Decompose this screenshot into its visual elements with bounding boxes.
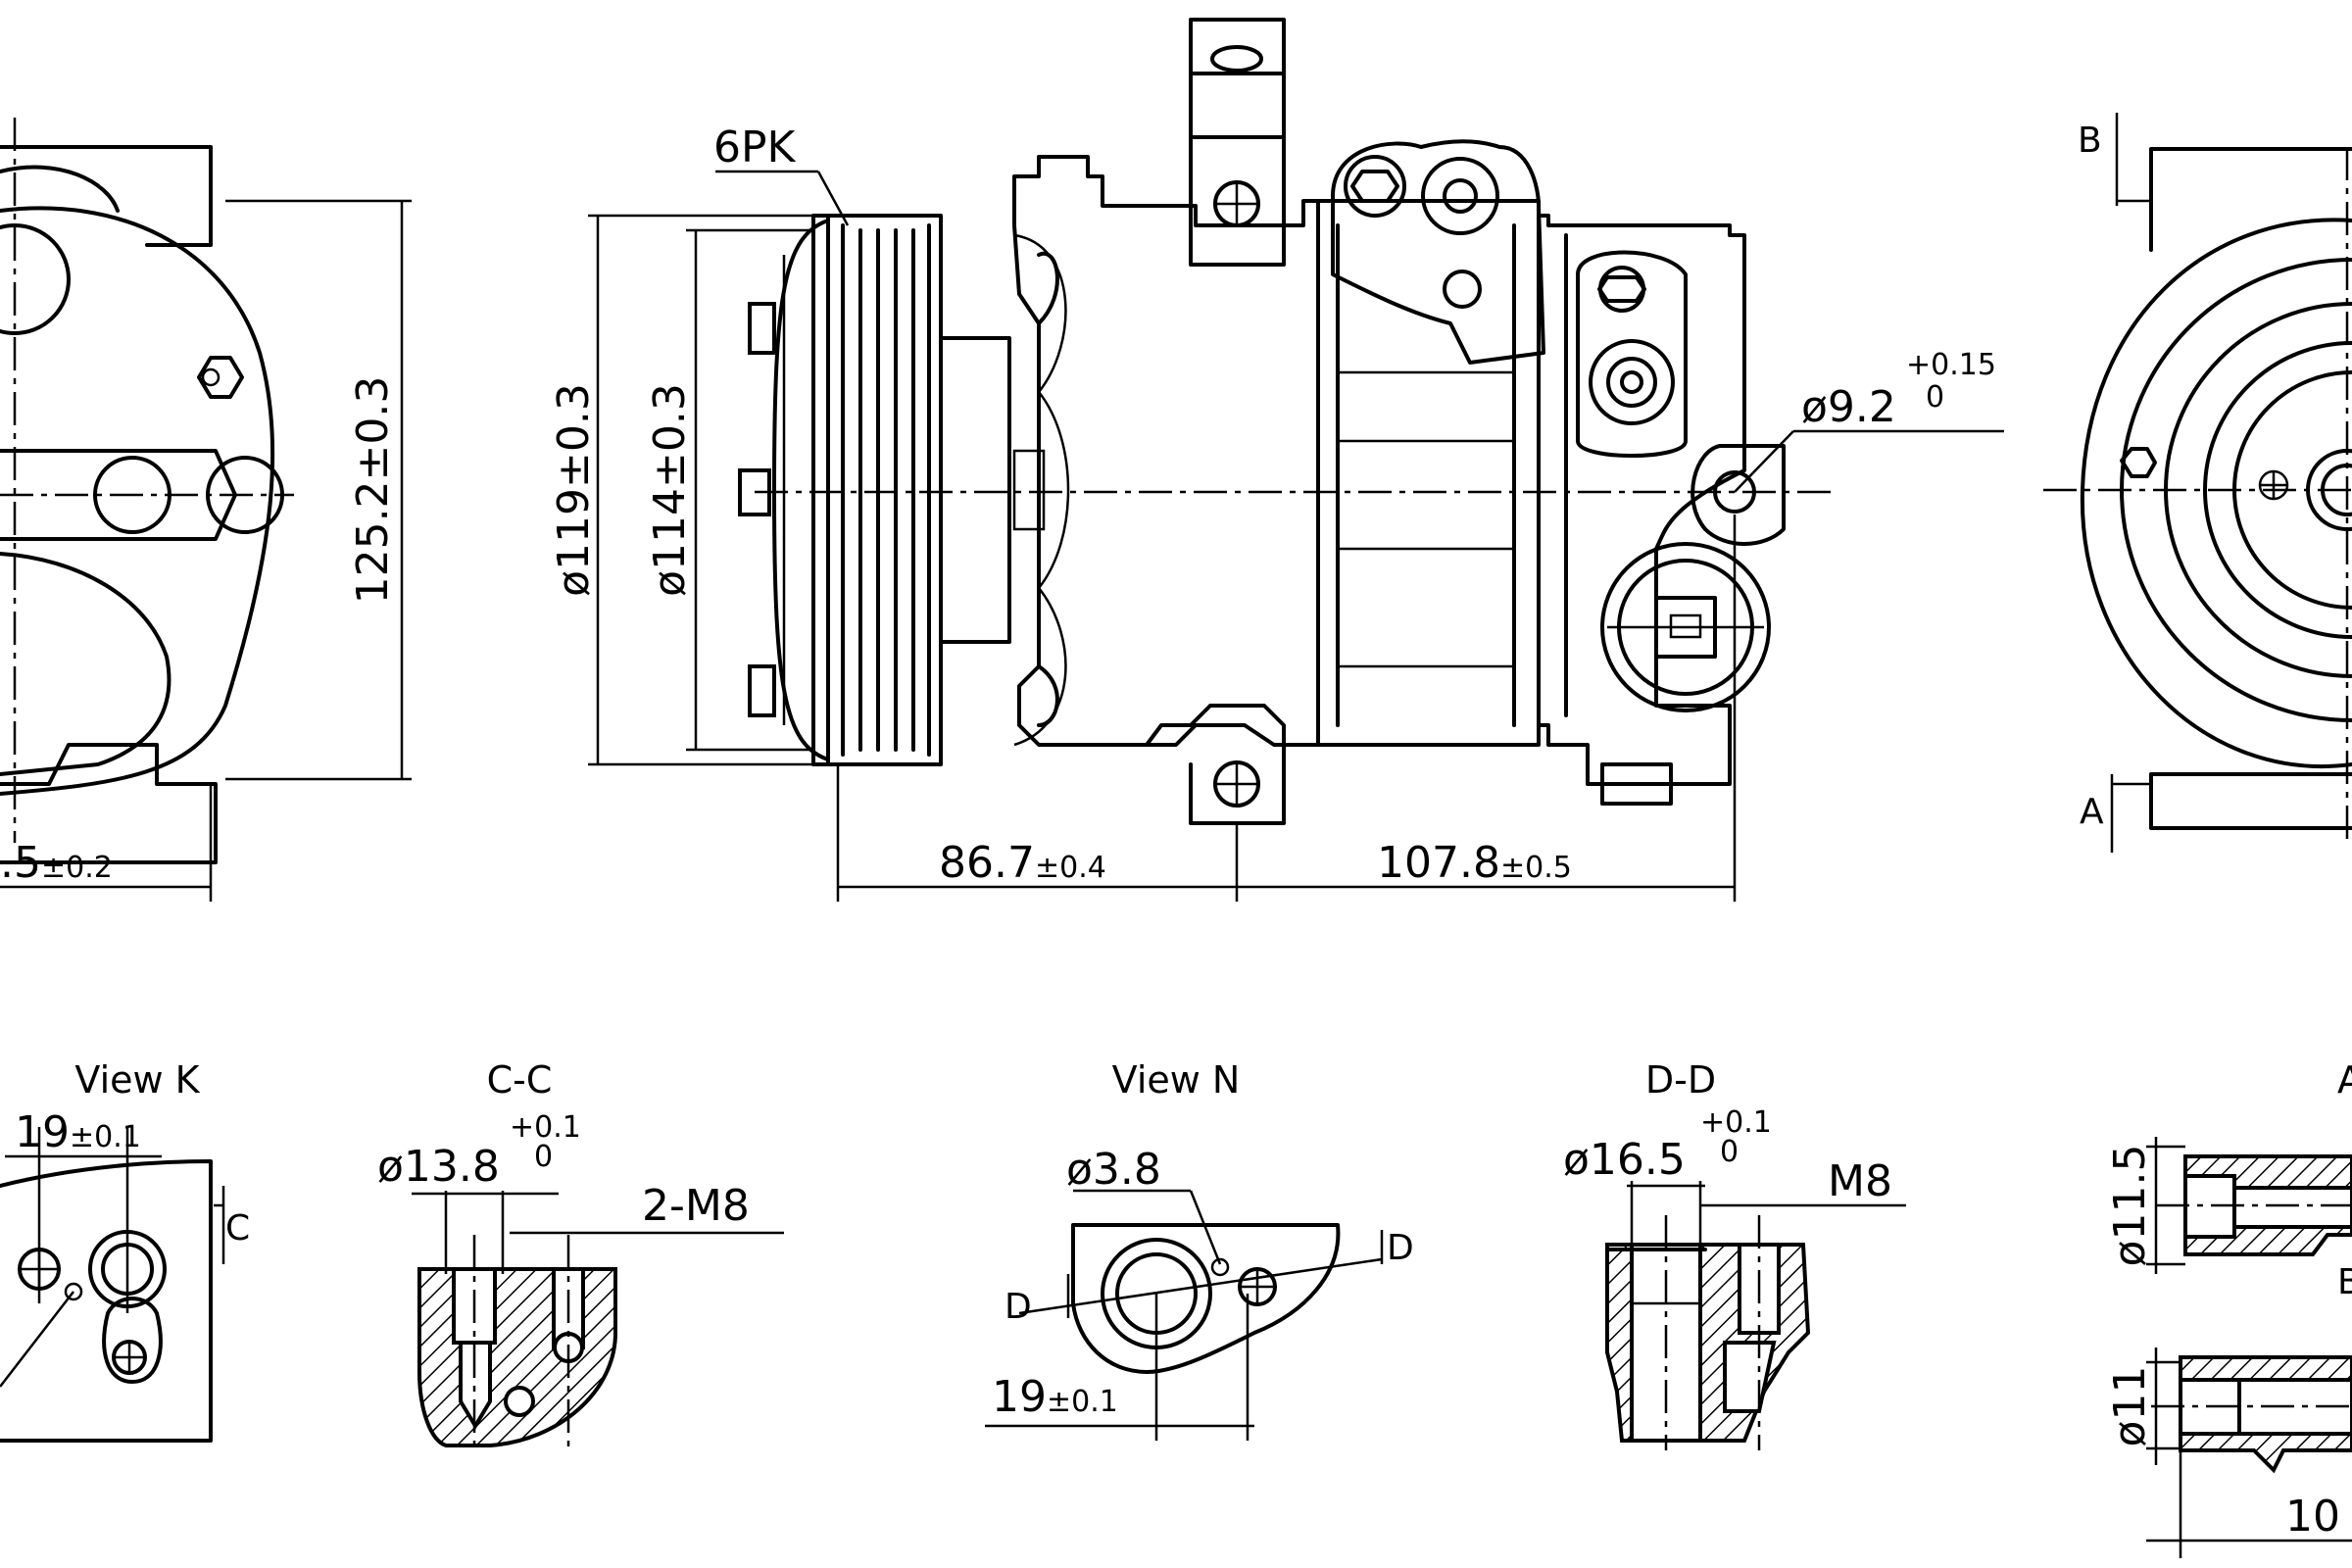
view-n-detail <box>985 1189 1384 1441</box>
view-n-dimension: 19±0.1 <box>992 1372 1118 1422</box>
side-view-left <box>0 118 412 902</box>
section-cc-thread: 2-M8 <box>642 1181 750 1231</box>
section-dd-diameter: ø16.5 <box>1563 1135 1686 1185</box>
view-n-marker-right: D <box>1387 1228 1414 1268</box>
section-dd-title: D-D <box>1645 1058 1716 1102</box>
inner-diameter-label: ø114±0.3 <box>645 383 695 597</box>
detail-a-diameter-top: ø11.5 <box>2105 1145 2155 1267</box>
outer-diameter-label: ø119±0.3 <box>549 383 599 597</box>
detail-a-length: 10 <box>2285 1492 2340 1542</box>
section-dd-detail <box>1605 1181 1906 1450</box>
detail-a-title: A <box>2337 1058 2352 1102</box>
pulley-type-label: 6PK <box>713 122 797 172</box>
marker-a-label: A <box>2080 792 2104 832</box>
front-view-compressor <box>588 18 2004 902</box>
section-cc-diameter: ø13.8 <box>377 1142 500 1192</box>
hole-tolerance-lower: 0 <box>1926 380 1944 415</box>
hole-tolerance-upper: +0.15 <box>1906 348 1996 382</box>
section-dd-tol-lower: 0 <box>1720 1135 1739 1169</box>
detail-a-marker-b: B <box>2337 1262 2352 1302</box>
width-dimension-label: .5±0.2 <box>0 838 113 888</box>
view-k-title: View K <box>74 1058 200 1102</box>
section-cc-tol-upper: +0.1 <box>510 1110 581 1145</box>
view-n-marker-left: D <box>1004 1287 1032 1327</box>
section-cc-detail <box>412 1191 784 1450</box>
section-cc-title: C-C <box>487 1058 553 1102</box>
section-dd-tol-upper: +0.1 <box>1700 1105 1772 1140</box>
view-n-title: View N <box>1112 1058 1241 1102</box>
height-dimension-label: 125.2±0.3 <box>348 376 398 605</box>
end-view-right <box>2043 113 2352 853</box>
length-b-label: 107.8±0.5 <box>1377 838 1572 888</box>
view-k-detail <box>0 1127 225 1443</box>
detail-a-diameter-bottom: ø11 <box>2105 1366 2155 1447</box>
marker-b-label: B <box>2078 121 2102 161</box>
length-a-label: 86.7±0.4 <box>939 838 1106 888</box>
detail-a-fittings <box>2146 1137 2352 1558</box>
view-k-marker-c: C <box>225 1208 250 1249</box>
section-dd-thread: M8 <box>1828 1156 1892 1206</box>
view-k-dimension: 19±0.1 <box>15 1107 141 1157</box>
view-n-hole-label: ø3.8 <box>1066 1145 1161 1195</box>
section-cc-tol-lower: 0 <box>534 1140 553 1174</box>
hole-diameter-label: ø9.2 <box>1801 382 1896 432</box>
